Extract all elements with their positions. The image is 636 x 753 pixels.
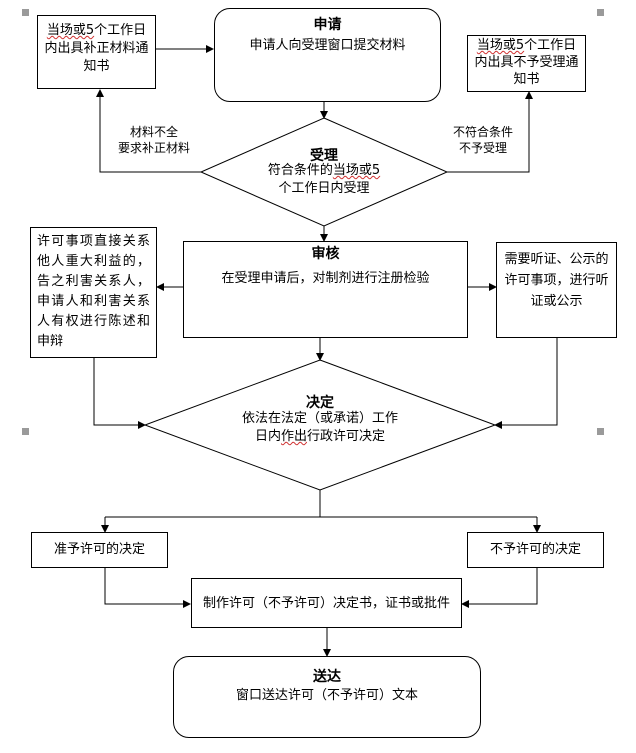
- review-title: 审核: [311, 246, 340, 262]
- decision-title: 决定: [306, 395, 334, 411]
- statement-node: 许可事项直接关系他人重大利益的，告之利害关系人，申请人和利害关系人有权进行陈述和…: [30, 227, 157, 358]
- deliver-node: 送达 窗口送达许可（不予许可）文本: [173, 656, 481, 738]
- deliver-title: 送达: [313, 669, 341, 685]
- apply-title: 申请: [313, 17, 342, 33]
- notice-supplement-text: 个工作日内出具补正材料通知书: [44, 23, 149, 74]
- selection-handle[interactable]: [597, 428, 604, 435]
- decision-line2-underlined: 作出: [280, 429, 307, 444]
- edge-label-not-eligible-line1: 不符合条件: [452, 125, 513, 139]
- deny-node: 不予许可的决定: [467, 532, 604, 568]
- notice-reject-text: 个工作日内出具不予受理通知书: [474, 38, 579, 87]
- edge-deny-to-certificate: [461, 568, 538, 608]
- certificate-text: 制作许可（不予许可）决定书，证书或批件: [202, 595, 450, 611]
- edge-statement-to-decision: [93, 358, 146, 429]
- deny-text: 不予许可的决定: [489, 542, 581, 557]
- edge-accept-to-reject: [447, 91, 533, 173]
- selection-handle[interactable]: [22, 428, 29, 435]
- accept-text: 符合条件的当场或5 个工作日内受理: [234, 162, 414, 198]
- apply-node: 申请 申请人向受理窗口提交材料: [214, 8, 441, 102]
- edge-label-not-eligible: 不符合条件 不予受理: [440, 124, 526, 156]
- selection-handle[interactable]: [597, 9, 604, 16]
- decision-line2-prefix: 日内: [254, 429, 281, 444]
- selection-handle[interactable]: [22, 9, 29, 16]
- edge-label-incomplete: 材料不全 要求补正材料: [106, 124, 202, 156]
- review-node: 审核 在受理申请后，对制剂进行注册检验: [183, 241, 468, 338]
- hearing-node: 需要听证、公示的许可事项，进行听证或公示: [496, 242, 617, 338]
- grant-node: 准予许可的决定: [31, 532, 168, 568]
- hearing-text: 需要听证、公示的许可事项，进行听证或公示: [504, 252, 609, 309]
- edge-accept-to-supplement: [96, 89, 201, 173]
- edge-label-incomplete-line1: 材料不全: [129, 125, 178, 139]
- accept-line2: 个工作日内受理: [278, 181, 370, 196]
- decision-line1: 依法在法定（或承诺）工作: [241, 411, 398, 426]
- apply-text: 申请人向受理窗口提交材料: [249, 38, 406, 53]
- accept-title: 受理: [310, 148, 338, 164]
- edge-grant-to-certificate: [104, 568, 191, 608]
- certificate-node: 制作许可（不予许可）决定书，证书或批件: [191, 578, 462, 628]
- edge-label-not-eligible-line2: 不予受理: [458, 141, 507, 155]
- deliver-text: 窗口送达许可（不予许可）文本: [235, 688, 418, 703]
- decision-line2-suffix: 行政许可决定: [307, 429, 386, 444]
- notice-supplement-node: 当场或5个工作日内出具补正材料通知书: [37, 15, 156, 89]
- decision-text: 依法在法定（或承诺）工作 日内作出行政许可决定: [205, 410, 435, 446]
- grant-text: 准予许可的决定: [53, 542, 145, 557]
- statement-text: 许可事项直接关系他人重大利益的，告之利害关系人，申请人和利害关系人有权进行陈述和…: [37, 234, 150, 349]
- accept-line1-underlined: 当场或5: [332, 163, 381, 178]
- review-text: 在受理申请后，对制剂进行注册检验: [221, 271, 430, 286]
- notice-supplement-underlined: 当场或5: [46, 23, 95, 38]
- notice-reject-node: 当场或5个工作日内出具不予受理通知书: [467, 35, 586, 92]
- accept-line1-prefix: 符合条件的: [267, 163, 333, 178]
- notice-reject-underlined: 当场或5: [476, 38, 525, 53]
- edge-hearing-to-decision: [494, 338, 558, 429]
- edge-label-incomplete-line2: 要求补正材料: [117, 141, 190, 155]
